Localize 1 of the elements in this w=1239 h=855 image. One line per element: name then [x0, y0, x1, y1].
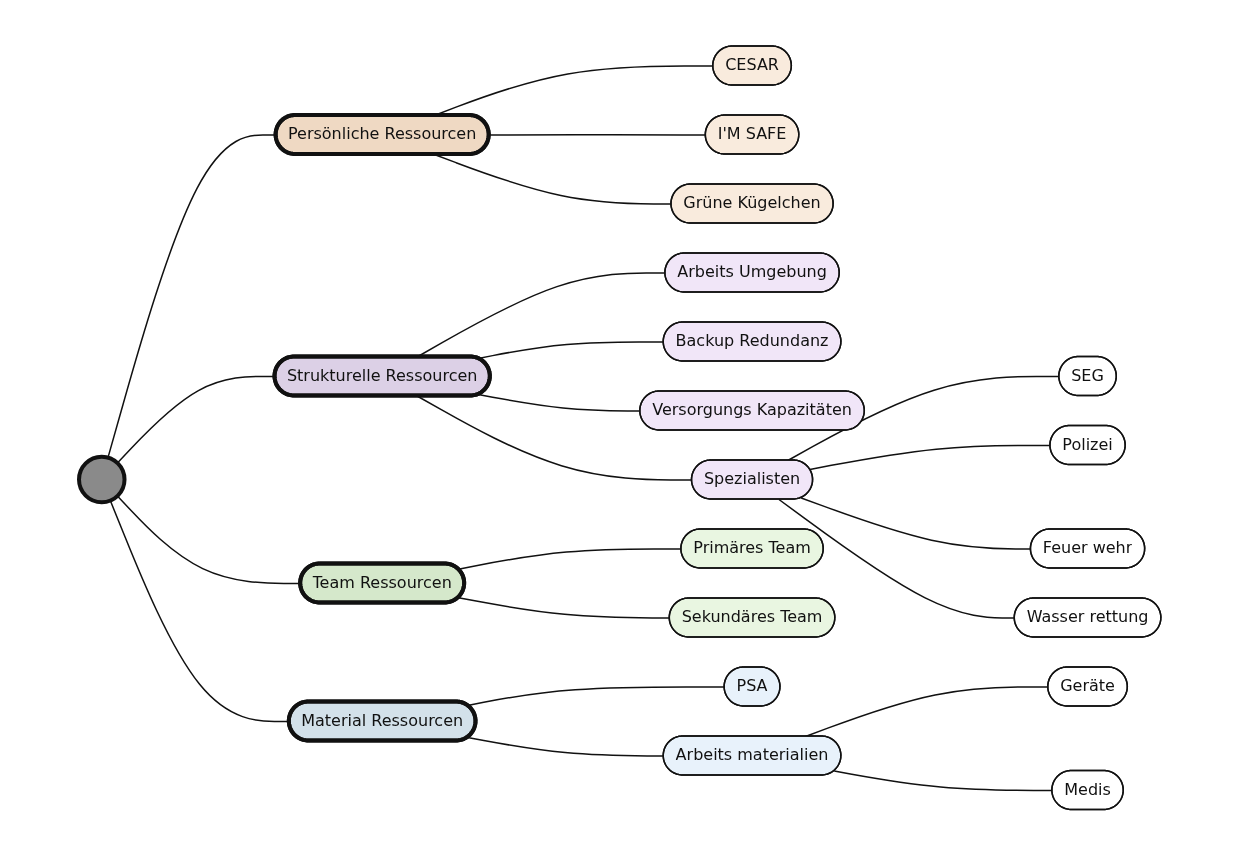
node-circle [76, 454, 127, 504]
